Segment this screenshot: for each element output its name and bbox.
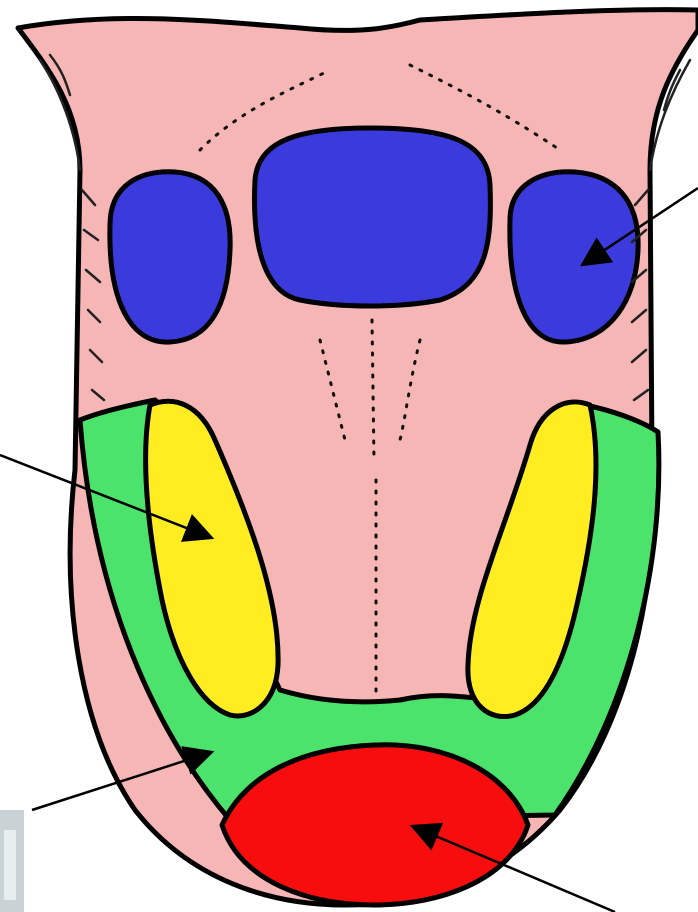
photo-fragment-highlight	[4, 830, 16, 900]
back-left-zone	[110, 172, 230, 342]
back-center-zone	[255, 128, 491, 306]
